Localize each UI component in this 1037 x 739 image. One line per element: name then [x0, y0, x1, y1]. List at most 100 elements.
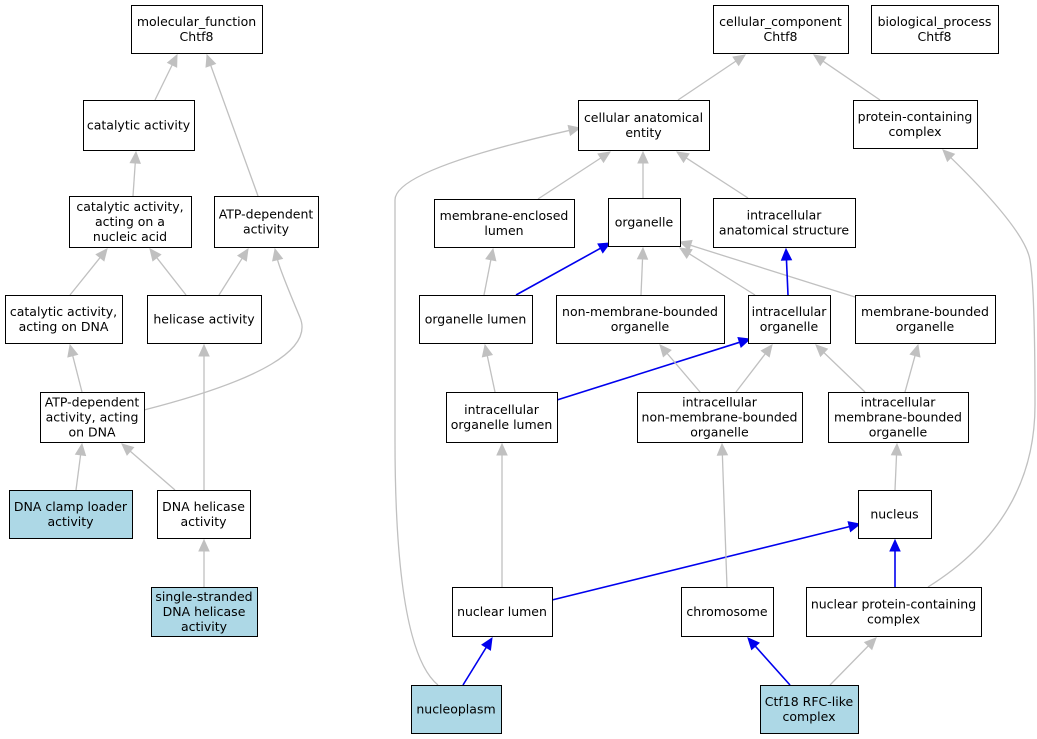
edge-pcc-to-cc — [813, 54, 881, 101]
node-label: nuclear protein-containing — [811, 597, 976, 612]
edge-arrowhead — [567, 124, 582, 137]
edge-line — [156, 257, 187, 296]
node-helicase[interactable]: helicase activity — [147, 295, 262, 344]
edge-catnuc-to-catact — [129, 150, 141, 197]
node-box — [748, 295, 831, 344]
node-box — [713, 5, 849, 54]
node-box — [147, 295, 262, 344]
edge-arrowhead — [481, 343, 494, 358]
node-label: nucleic acid — [93, 229, 167, 244]
edge-line — [927, 157, 1036, 588]
node-label: cellular anatomical — [584, 110, 703, 125]
node-box — [419, 295, 533, 344]
node-label: catalytic activity — [87, 118, 191, 133]
edge-orglumen-to-organelle — [515, 242, 612, 296]
node-box — [713, 198, 856, 248]
node-organelle[interactable]: organelle — [608, 198, 681, 247]
edge-atpdep-to-mf — [205, 53, 259, 197]
node-box — [871, 5, 999, 54]
edge-npcc-to-nucleus — [889, 538, 901, 587]
edge-line — [537, 157, 602, 200]
edge-arrowhead — [74, 442, 87, 457]
edge-arrowhead — [121, 443, 135, 456]
node-nuclumen[interactable]: nuclear lumen — [452, 587, 553, 637]
node-label: Chtf8 — [918, 29, 952, 44]
edge-catact-to-mf — [154, 53, 178, 101]
node-label: single-stranded — [155, 589, 252, 604]
edge-line — [685, 157, 749, 199]
edge-line — [75, 454, 82, 491]
edge-orglumen-to-melumen — [483, 247, 497, 296]
node-nucleus[interactable]: nucleus — [858, 490, 932, 539]
node-label: membrane-bounded — [834, 410, 962, 425]
node-label: nucleus — [870, 507, 918, 522]
node-box — [855, 295, 996, 344]
node-inmbo[interactable]: intracellularnon-membrane-boundedorganel… — [637, 392, 803, 443]
node-box — [556, 295, 725, 344]
node-catdna[interactable]: catalytic activity,acting on DNA — [5, 295, 123, 344]
node-label: lumen — [484, 223, 523, 238]
edge-nuclumen-to-nucleus — [551, 521, 862, 601]
edge-intorg-to-ias — [780, 247, 793, 296]
node-label: membrane-bounded — [861, 304, 989, 319]
node-label: organelle — [690, 425, 749, 440]
edge-ctf18-to-chromosome — [747, 637, 791, 686]
node-box — [637, 392, 803, 443]
edge-nuclumen-to-iol — [496, 442, 508, 587]
node-label: acting on DNA — [19, 319, 109, 334]
edge-line — [735, 353, 766, 393]
node-chromosome[interactable]: chromosome — [681, 587, 774, 637]
node-label: DNA clamp loader — [14, 499, 128, 514]
edge-arrowhead — [597, 242, 612, 254]
node-label: complex — [889, 124, 942, 139]
edge-arrowhead — [716, 442, 729, 456]
edge-nucleoplasm-to-cae — [394, 124, 582, 686]
edge-atpdna-to-atpdep — [143, 247, 303, 411]
node-box — [157, 490, 251, 539]
edge-arrowhead — [890, 442, 903, 456]
node-label: organelle — [615, 215, 674, 230]
node-nucleoplasm[interactable]: nucleoplasm — [411, 685, 502, 734]
edge-arrowhead — [659, 344, 672, 358]
edge-helicase-to-atpdep — [218, 247, 249, 296]
node-orglumen[interactable]: organelle lumen — [419, 295, 533, 344]
node-catact[interactable]: catalytic activity — [83, 100, 195, 151]
edge-inmbo-to-nmbo — [659, 344, 701, 393]
edge-imbo-to-intorg — [815, 344, 866, 393]
edge-chromosome-to-inmbo — [716, 442, 729, 588]
node-box — [608, 198, 681, 247]
node-box — [131, 5, 263, 54]
edge-line — [688, 253, 756, 296]
node-label: organelle — [896, 319, 955, 334]
node-label: organelle — [869, 425, 928, 440]
edge-line — [721, 454, 728, 588]
node-label: intracellular — [752, 304, 828, 319]
node-label: intracellular — [464, 402, 540, 417]
node-label: organelle — [611, 319, 670, 334]
edge-cae-to-cc — [677, 54, 747, 101]
node-box — [806, 587, 982, 637]
node-label: Chtf8 — [764, 29, 798, 44]
edge-arrowhead — [737, 336, 752, 348]
edge-helicase-to-catnuc — [149, 248, 187, 296]
